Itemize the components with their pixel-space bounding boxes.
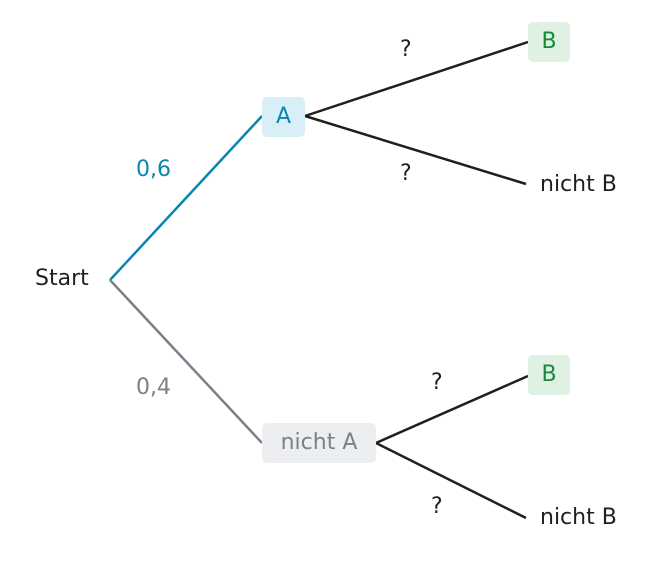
edge-a-to-not-b [304, 114, 527, 186]
probability-not-a: 0,4 [136, 375, 171, 400]
node-not-b-after-not-a: nicht B [540, 505, 617, 530]
node-not-b-after-a: nicht B [540, 172, 617, 197]
start-node: Start [35, 266, 89, 291]
node-b-after-a: B [528, 22, 570, 62]
edge-start-to-a [109, 115, 263, 281]
node-not-a: nicht A [262, 423, 376, 463]
probability-a: 0,6 [136, 157, 171, 182]
edge-not-a-to-b [375, 374, 529, 445]
probability-b-given-a: ? [400, 37, 412, 62]
probability-b-given-not-a: ? [431, 370, 443, 395]
edge-a-to-b [304, 40, 529, 118]
probability-not-b-given-not-a: ? [431, 494, 443, 519]
probability-not-b-given-a: ? [400, 161, 412, 186]
node-b-after-not-a: B [528, 355, 570, 395]
node-a: A [262, 97, 305, 137]
edge-not-a-to-not-b [375, 441, 527, 520]
edge-start-to-not-a [109, 279, 263, 444]
